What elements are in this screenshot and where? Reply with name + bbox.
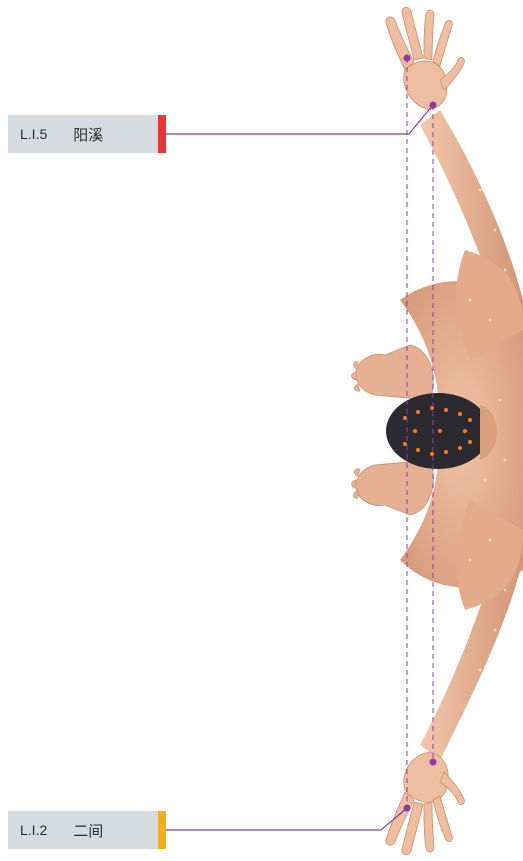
acupoint-label-li5: L.I.5 阳溪	[8, 115, 166, 153]
hand-top	[385, 6, 465, 111]
acupoint-marker-li2	[403, 804, 411, 812]
shoulder-bottom	[455, 500, 523, 610]
acupoint-code: L.I.5	[20, 126, 48, 142]
leader-line-li2	[166, 807, 408, 831]
neck	[480, 405, 497, 460]
acupoint-code: L.I.2	[20, 822, 48, 838]
accent-bar-red	[158, 115, 166, 153]
head-acupoints	[403, 406, 472, 456]
shoulder-top	[455, 250, 523, 360]
acupoint-marker	[429, 758, 437, 766]
leader-line-li5	[166, 104, 434, 135]
acupoint-name: 阳溪	[73, 126, 104, 144]
acupoint-label-li2: L.I.2 二间	[8, 811, 166, 849]
acupoint-marker-li5	[429, 101, 437, 109]
foot-bottom	[351, 459, 434, 516]
meridian-dots	[463, 148, 507, 712]
hand-bottom	[385, 751, 465, 856]
accent-bar-yellow	[158, 811, 166, 849]
foot-top	[351, 344, 434, 401]
acupoint-name: 二间	[73, 822, 104, 840]
acupoint-marker	[403, 54, 411, 62]
